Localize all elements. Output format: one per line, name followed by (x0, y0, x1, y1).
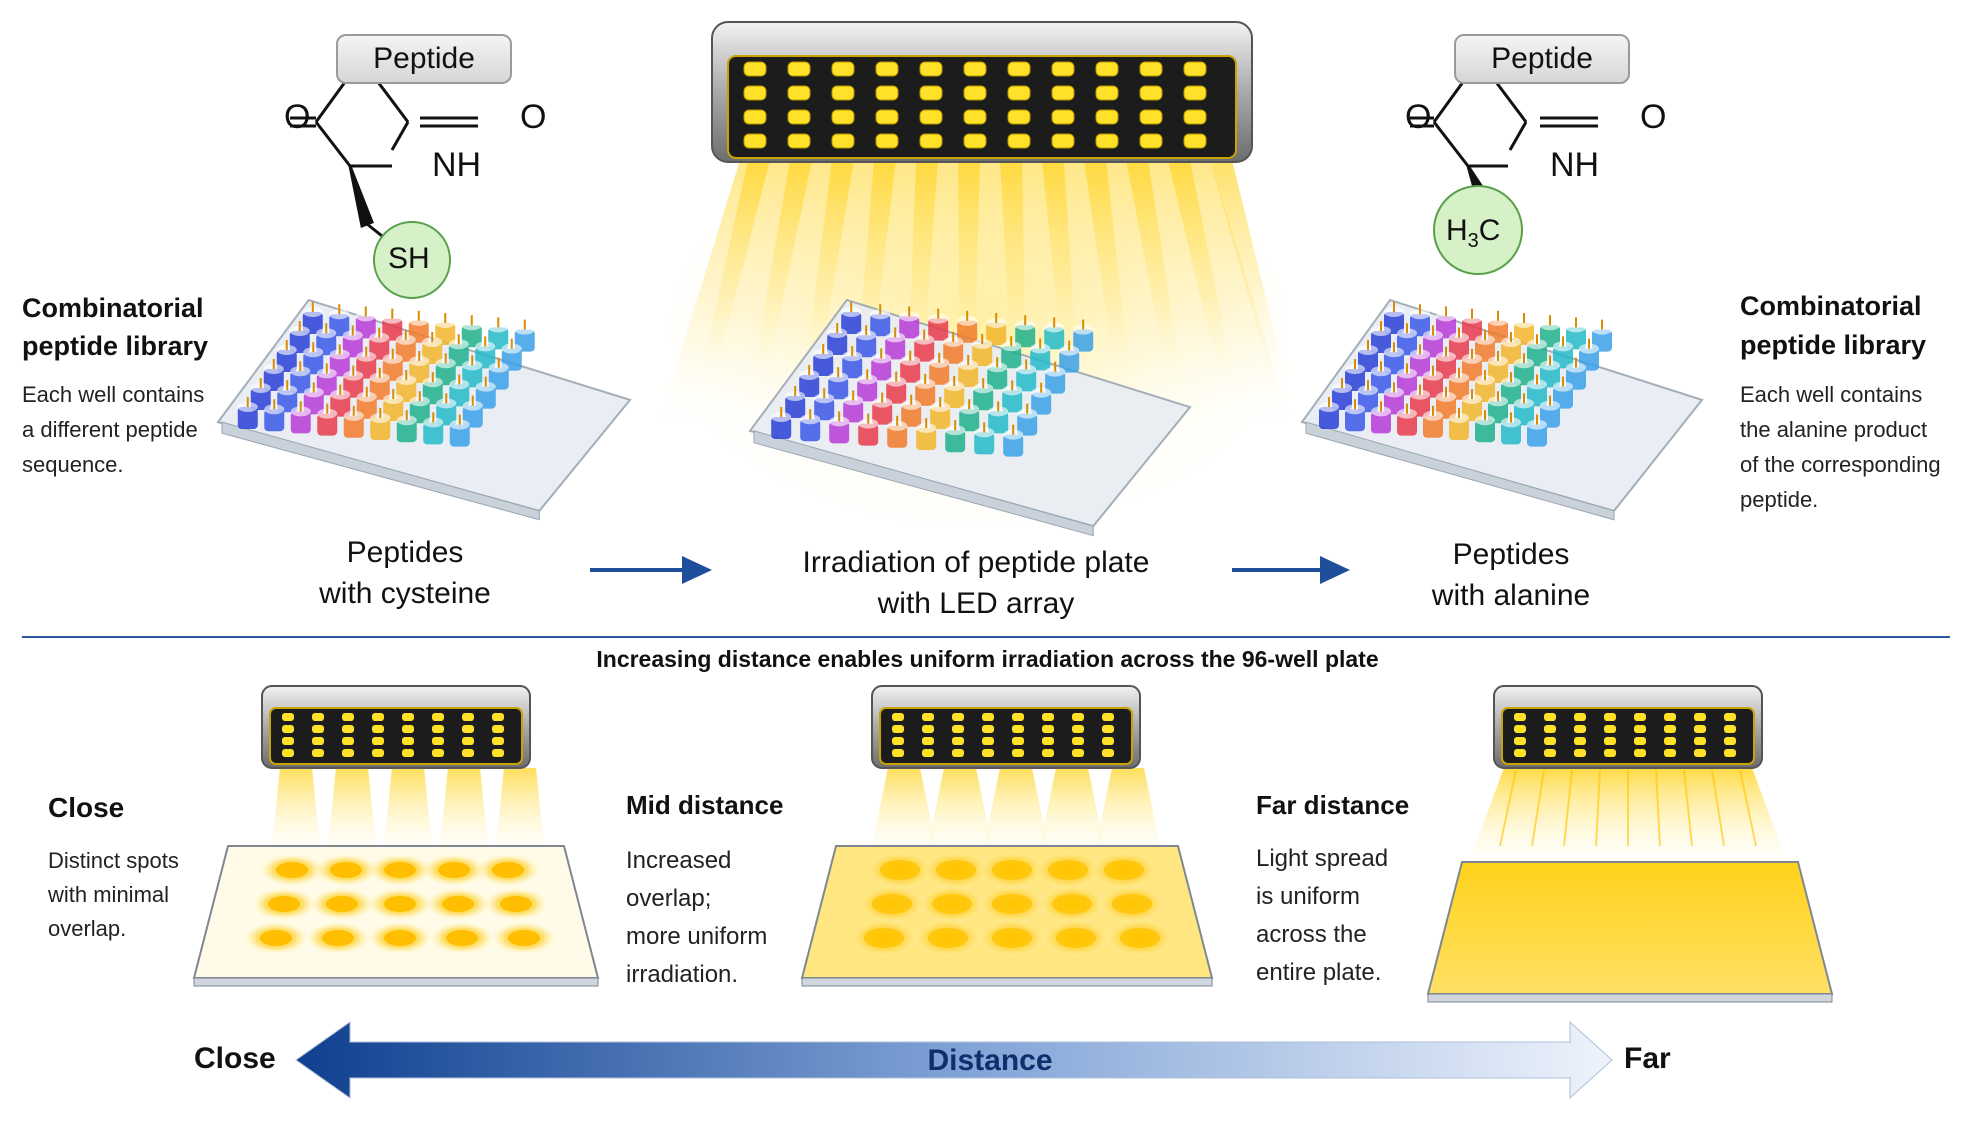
far-title: Far distance (1256, 790, 1410, 820)
carbonyl-o-right: O (520, 98, 547, 136)
distance-arrow (295, 1020, 1613, 1100)
cysteine-structure (290, 81, 478, 246)
plate-cysteine (216, 298, 632, 521)
ch3-label: H3C (1446, 214, 1501, 252)
right-panel-title-2: peptide library (1740, 330, 1927, 360)
caption-right-2: with alanine (1431, 579, 1591, 612)
far-desc-3: across the (1256, 921, 1367, 948)
caption-left-1: Peptides (346, 536, 464, 569)
sh-label: SH (388, 242, 430, 275)
carbonyl-o-left-ala: O (1405, 98, 1432, 136)
close-distance-illustration (192, 685, 600, 987)
caption-left-2: with cysteine (319, 577, 491, 610)
left-panel-title-2: peptide library (22, 331, 209, 361)
mid-title: Mid distance (626, 790, 784, 820)
arrow-left-to-center (590, 556, 712, 584)
close-desc-3: overlap. (48, 916, 127, 941)
section-heading: Increasing distance enables uniform irra… (596, 646, 1379, 672)
far-desc-2: is uniform (1256, 883, 1361, 910)
right-panel-desc-3: of the corresponding (1740, 452, 1941, 477)
left-panel-desc-2: a different peptide (22, 417, 198, 442)
peptide-box-right: Peptide (1454, 34, 1630, 84)
caption-center-2: with LED array (877, 587, 1075, 620)
close-desc-1: Distinct spots (48, 848, 179, 873)
close-title: Close (48, 792, 125, 823)
close-desc-2: with minimal (48, 882, 170, 907)
mid-desc-3: more uniform (626, 923, 768, 950)
axis-close-label: Close (194, 1042, 276, 1075)
sh-highlight (373, 221, 451, 299)
led-array-main (711, 21, 1253, 163)
mid-desc-2: overlap; (626, 885, 712, 912)
carbonyl-o-left: O (284, 98, 311, 136)
plate-alanine (1300, 298, 1704, 521)
peptide-box-left: Peptide (336, 34, 512, 84)
left-panel-desc-3: sequence. (22, 452, 124, 477)
far-desc-1: Light spread (1256, 845, 1389, 872)
caption-center-1: Irradiation of peptide plate (802, 546, 1150, 579)
axis-distance-label: Distance (927, 1044, 1053, 1077)
left-panel-title-1: Combinatorial (22, 293, 204, 323)
mid-desc-4: irradiation. (626, 961, 739, 988)
caption-right-1: Peptides (1452, 538, 1570, 571)
right-panel-desc-4: peptide. (1740, 487, 1819, 512)
far-desc-4: entire plate. (1256, 959, 1382, 986)
right-panel-desc-2: the alanine product (1740, 417, 1928, 442)
right-panel-title-1: Combinatorial (1740, 291, 1922, 321)
mid-distance-illustration (800, 685, 1214, 987)
amine-nh-left: NH (432, 146, 482, 184)
carbonyl-o-right-ala: O (1640, 98, 1667, 136)
arrow-center-to-right (1232, 556, 1350, 584)
plate-irradiated (748, 298, 1192, 537)
far-distance-illustration (1426, 685, 1834, 1003)
amine-nh-right: NH (1550, 146, 1600, 184)
left-panel-desc-1: Each well contains (22, 382, 205, 407)
right-panel-desc-1: Each well contains (1740, 382, 1923, 407)
mid-desc-1: Increased (626, 847, 732, 874)
axis-far-label: Far (1624, 1042, 1671, 1075)
ch3-highlight (1433, 185, 1523, 275)
